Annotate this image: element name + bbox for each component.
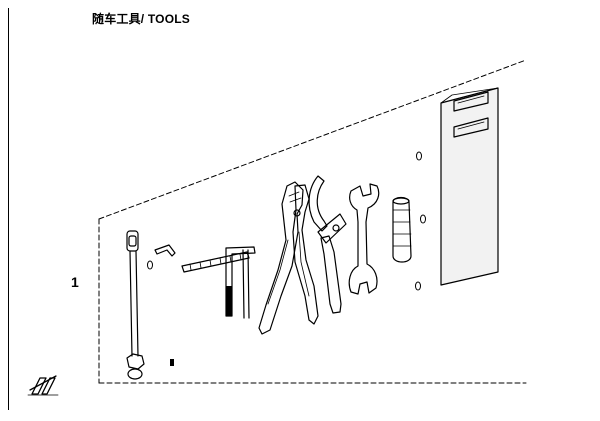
- page-title: 随车工具/ TOOLS: [92, 12, 190, 26]
- hex-bar-icon: [181, 251, 250, 273]
- c-spanner-icon: [308, 175, 347, 314]
- brand-logo-icon: [27, 375, 59, 396]
- page-border-line: [8, 8, 9, 410]
- tool-pouch-icon: [440, 87, 499, 286]
- screwdriver-handle-icon: [392, 196, 412, 263]
- callout-number: 1: [71, 274, 79, 290]
- open-end-spanner-icon: [348, 183, 380, 295]
- pliers-icon: [258, 181, 319, 335]
- small-hex-key-icon: [154, 244, 176, 257]
- board-outline: [98, 59, 527, 384]
- board-fastener-icon: [147, 151, 426, 366]
- box-spanner-icon: [126, 230, 145, 380]
- short-hex-key-icon: [226, 286, 232, 316]
